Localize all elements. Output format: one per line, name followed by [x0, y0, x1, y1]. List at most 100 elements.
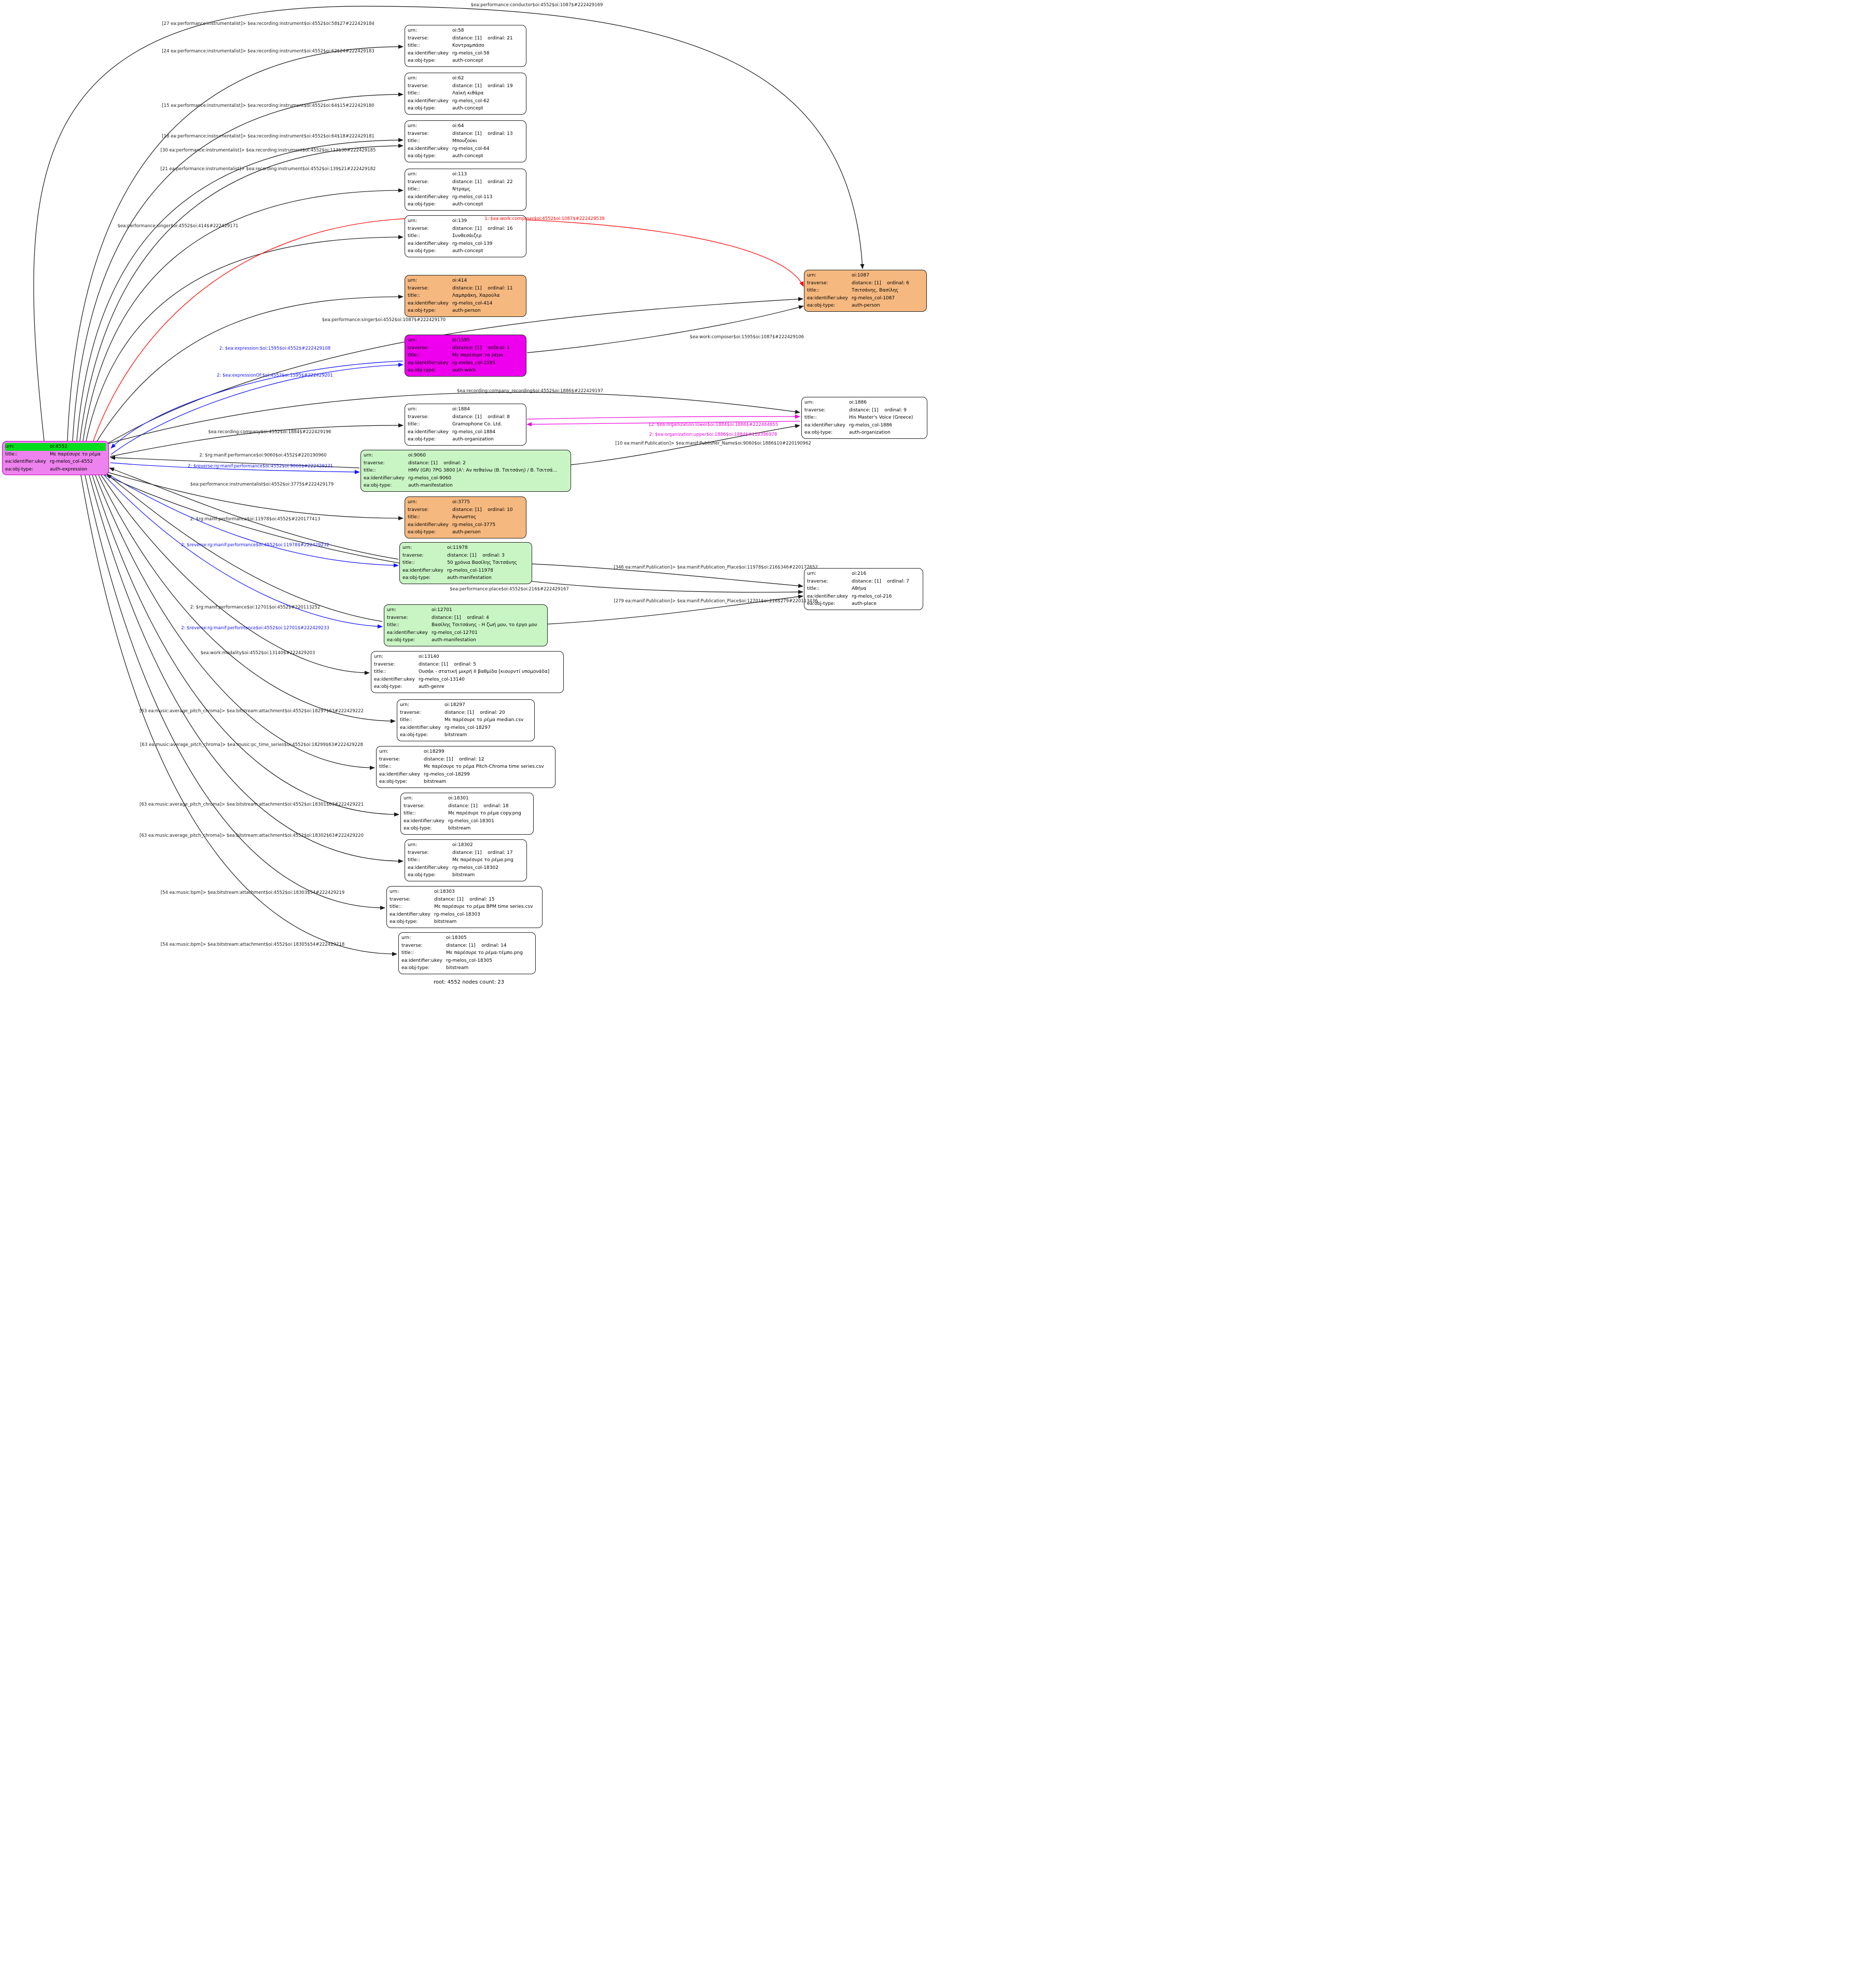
node-field-label-title: title::	[379, 764, 392, 769]
node-field-label-urn: urn:	[408, 278, 417, 283]
edge-label-10: $ea:work:composer$oi:1595$oi:1087$#22242…	[689, 335, 804, 340]
node-field-value-objtype: auth-concept	[452, 248, 483, 254]
edge-label-14: $ea:recording:company$oi:4552$oi:1884$#2…	[208, 430, 331, 435]
node-field-label-urn: urn:	[364, 453, 373, 458]
graph-edge-29	[98, 475, 396, 723]
graph-edge-10	[526, 305, 804, 353]
edge-label-25: [279 ea:manif:Publication]> $ea:manif:Pu…	[614, 599, 818, 604]
node-field-label-ukey: ea:identifier:ukey	[408, 98, 449, 104]
node-field-label-traverse: traverse:	[387, 615, 408, 620]
graph-edge-16	[526, 421, 800, 426]
node-field-value-ukey: rg-melos_col-1886	[849, 422, 893, 428]
node-field-value-traverse: distance: [1] ordinal: 3	[447, 552, 505, 558]
graph-edge-20	[106, 472, 404, 520]
node-field-label-objtype: ea:obj-type:	[408, 530, 436, 535]
node-field-value-objtype: auth-organization	[452, 437, 494, 442]
node-field-value-objtype: auth-organization	[849, 430, 891, 435]
node-field-value-urn: oi:18303	[434, 889, 455, 894]
node-field-value-urn: oi:18302	[452, 842, 473, 848]
node-field-label-title: title::	[5, 451, 18, 457]
node-field-value-ukey: rg-melos_col-58	[452, 50, 490, 56]
node-field-label-objtype: ea:obj-type:	[408, 202, 436, 207]
node-field-value-urn: oi:18297	[444, 702, 465, 708]
graph-edge-21	[109, 467, 399, 560]
node-field-value-urn: oi:18301	[448, 796, 469, 801]
node-field-label-traverse: traverse:	[408, 345, 429, 351]
graph-edge-13	[102, 392, 800, 446]
node-field-label-title: title::	[408, 858, 420, 863]
node-field-label-traverse: traverse:	[408, 850, 429, 855]
node-field-value-title: Με παρέσυρε το ρέμα.png	[452, 858, 513, 863]
edge-label-15: 12: $ea:organization:lower$oi:1884$oi:18…	[648, 422, 779, 427]
node-field-value-urn: oi:11978	[447, 545, 468, 550]
node-field-label-traverse: traverse:	[408, 131, 429, 136]
node-field-value-title: His Master's Voice (Greece)	[849, 415, 913, 420]
node-field-value-ukey: rg-melos_col-18305	[446, 958, 492, 963]
edge-label-11: 2: $ea:expression:$oi:1595$oi:4552$#2224…	[219, 346, 331, 351]
node-field-value-objtype: auth-person	[852, 303, 880, 308]
node-field-label-ukey: ea:identifier:ukey	[5, 459, 46, 464]
node-field-label-urn: urn:	[5, 444, 15, 449]
node-field-label-ukey: ea:identifier:ukey	[408, 146, 449, 151]
node-field-label-urn: urn:	[408, 338, 417, 343]
node-field-label-urn: urn:	[404, 796, 413, 801]
node-field-value-traverse: distance: [1] ordinal: 16	[452, 226, 513, 231]
graph-edge-5	[82, 188, 404, 441]
node-field-label-title: title::	[408, 422, 420, 427]
node-field-value-title: Συνθεσάιζερ	[452, 233, 482, 239]
node-field-value-title: Με παρέσυρε το ρέμα	[452, 353, 503, 358]
node-field-label-ukey: ea:identifier:ukey	[390, 911, 430, 917]
node-field-label-traverse: traverse:	[390, 896, 411, 902]
node-field-value-title: Με παρέσυρε το ρέμα median.csv	[444, 717, 524, 723]
node-field-label-objtype: ea:obj-type:	[404, 826, 432, 831]
graph-edge-1	[67, 45, 404, 441]
node-field-value-objtype: auth-work	[452, 368, 476, 373]
node-field-value-objtype: auth-place	[852, 601, 877, 606]
node-field-label-title: title::	[807, 586, 819, 591]
node-field-value-traverse: distance: [1] ordinal: 1	[452, 345, 510, 351]
graph-edge-31	[92, 475, 399, 817]
node-field-label-traverse: traverse:	[408, 414, 429, 420]
node-field-value-ukey: rg-melos_col-1087	[852, 295, 895, 301]
node-field-label-urn: urn:	[387, 607, 396, 613]
node-field-value-objtype: bitstream	[446, 965, 469, 971]
node-field-value-title: Με παρέσυρε το ρέμα-τέμπο.png	[446, 950, 523, 956]
node-field-value-urn: oi:1884	[452, 407, 470, 412]
node-field-value-traverse: distance: [1] ordinal: 11	[452, 285, 513, 291]
node-field-label-title: title::	[408, 233, 420, 239]
graph-edge-0	[33, 6, 865, 441]
node-field-label-title: title::	[408, 91, 420, 96]
node-field-label-ukey: ea:identifier:ukey	[408, 360, 449, 366]
node-field-value-title: Gramophone Co. Ltd.	[452, 422, 502, 427]
node-field-label-traverse: traverse:	[401, 943, 423, 948]
graph-edge-15	[526, 414, 800, 420]
node-field-label-ukey: ea:identifier:ukey	[402, 568, 443, 573]
edge-label-26: 2: $rg:manif:performance$oi:12701$oi:455…	[190, 605, 321, 610]
node-field-value-urn: oi:18305	[446, 935, 467, 941]
node-field-value-ukey: rg-melos_col-18301	[448, 818, 494, 824]
node-field-value-ukey: rg-melos_col-1595	[452, 360, 496, 366]
